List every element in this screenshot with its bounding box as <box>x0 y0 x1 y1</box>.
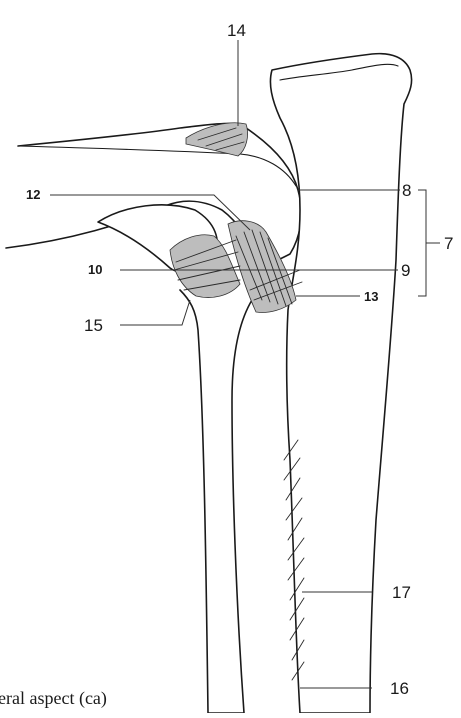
label-8: 8 <box>402 182 411 199</box>
ulna-bone <box>270 54 411 713</box>
annular-ligament-left <box>170 235 240 298</box>
label-10: 10 <box>88 263 102 276</box>
label-15: 15 <box>84 317 103 334</box>
label-9: 9 <box>401 262 410 279</box>
radius-bone <box>180 290 252 713</box>
label-12: 12 <box>26 188 40 201</box>
label-16: 16 <box>390 680 409 697</box>
label-13: 13 <box>364 290 378 303</box>
label-14: 14 <box>227 22 246 39</box>
figure-caption: eral aspect (ca) <box>0 688 107 709</box>
label-17: 17 <box>392 584 411 601</box>
label-7: 7 <box>444 235 453 252</box>
